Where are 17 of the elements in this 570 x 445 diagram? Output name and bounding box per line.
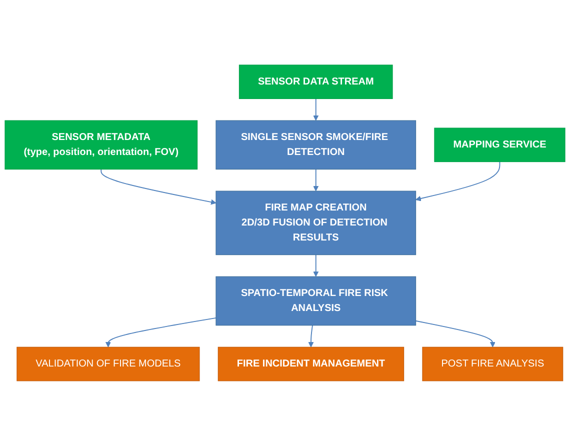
arrow (313, 254, 319, 276)
arrow (416, 160, 500, 201)
node-box: SENSOR METADATA (type, position, orientation, FOV) (4, 120, 198, 170)
node-box: SENSOR DATA STREAM (238, 64, 393, 99)
node-box: VALIDATION OF FIRE MODELS (16, 346, 200, 381)
node-box: FIRE MAP CREATION 2D/3D FUSION OF DETECTION RESULTS (216, 190, 416, 255)
node-box: MAPPING SERVICE (434, 127, 566, 162)
arrow (415, 320, 496, 347)
arrow (105, 317, 216, 347)
arrow (308, 324, 314, 347)
arrow (313, 168, 319, 191)
node-box: SINGLE SENSOR SMOKE/FIRE DETECTION (216, 120, 416, 170)
node-box: POST FIRE ANALYSIS (422, 346, 564, 381)
node-box: SPATIO-TEMPORAL FIRE RISK ANALYSIS (216, 276, 416, 326)
arrow (100, 168, 216, 204)
node-box: FIRE INCIDENT MANAGEMENT (218, 346, 404, 381)
arrow (313, 98, 319, 120)
